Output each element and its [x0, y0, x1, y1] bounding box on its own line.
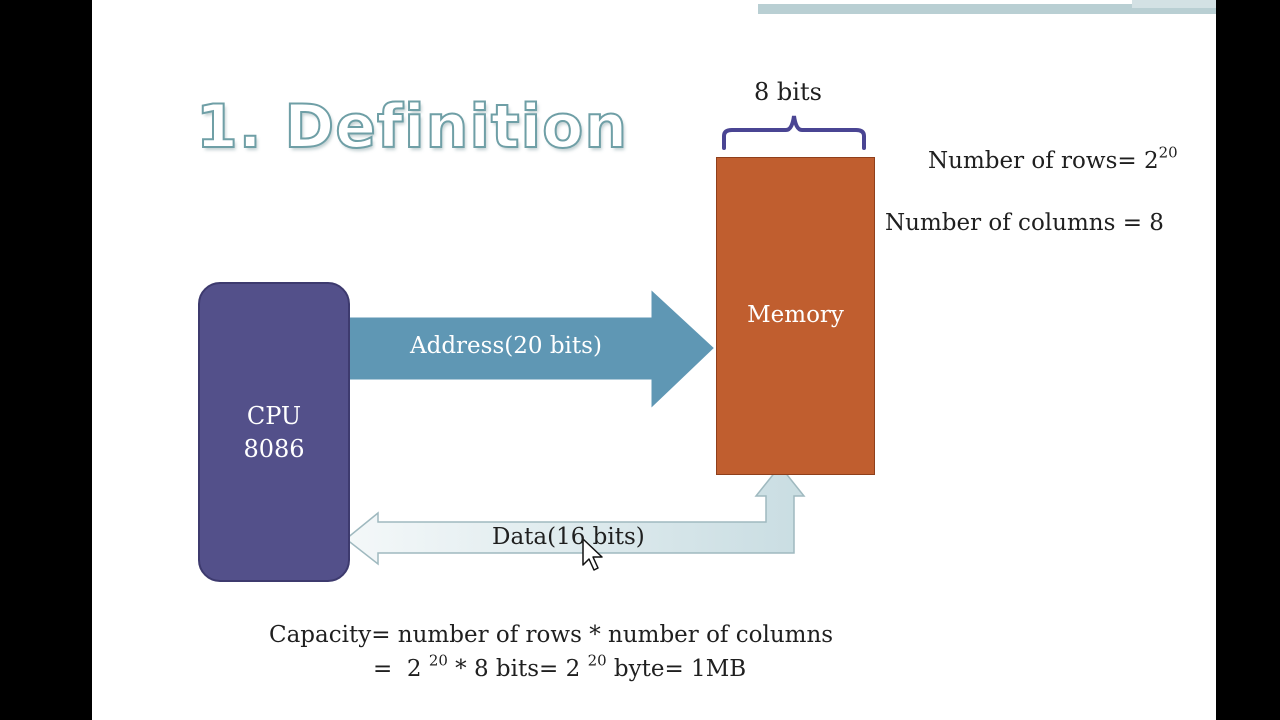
- mouse-cursor-icon: [582, 538, 603, 571]
- address-bus-label: Address(20 bits): [410, 333, 602, 359]
- columns-fact: Number of columns = 8: [885, 210, 1164, 236]
- memory-block: Memory: [716, 157, 875, 475]
- rows-exponent: 20: [1158, 143, 1178, 162]
- capacity-formula: Capacity= number of rows * number of col…: [269, 622, 834, 648]
- cpu-label: CPU: [246, 402, 302, 430]
- capacity-exponent-1: 20: [428, 651, 448, 670]
- rows-fact: Number of rows= 220: [928, 145, 1178, 174]
- slide-title: 1. Definition: [195, 91, 629, 163]
- address-arrow: [344, 283, 719, 415]
- capacity-exponent-2: 20: [587, 651, 607, 670]
- capacity-result-part3: byte= 1MB: [606, 656, 747, 682]
- capacity-result-part1: = 2: [373, 656, 429, 682]
- capacity-result-part2: * 8 bits= 2: [447, 656, 588, 682]
- decorative-bar: [758, 4, 1216, 14]
- cpu-block: CPU 8086: [198, 282, 350, 582]
- memory-width-label: 8 bits: [754, 78, 822, 106]
- rows-fact-text: Number of rows= 2: [928, 148, 1159, 174]
- cpu-model-label: 8086: [243, 435, 305, 463]
- memory-label: Memory: [747, 302, 844, 328]
- decorative-bar-accent: [1132, 0, 1216, 8]
- capacity-result: = 2 20 * 8 bits= 2 20 byte= 1MB: [373, 653, 747, 682]
- slide: 1. Definition CPU 8086 Memory 8 bits Add…: [92, 0, 1216, 720]
- bits-brace: [722, 115, 866, 150]
- data-bus-label: Data(16 bits): [492, 524, 645, 550]
